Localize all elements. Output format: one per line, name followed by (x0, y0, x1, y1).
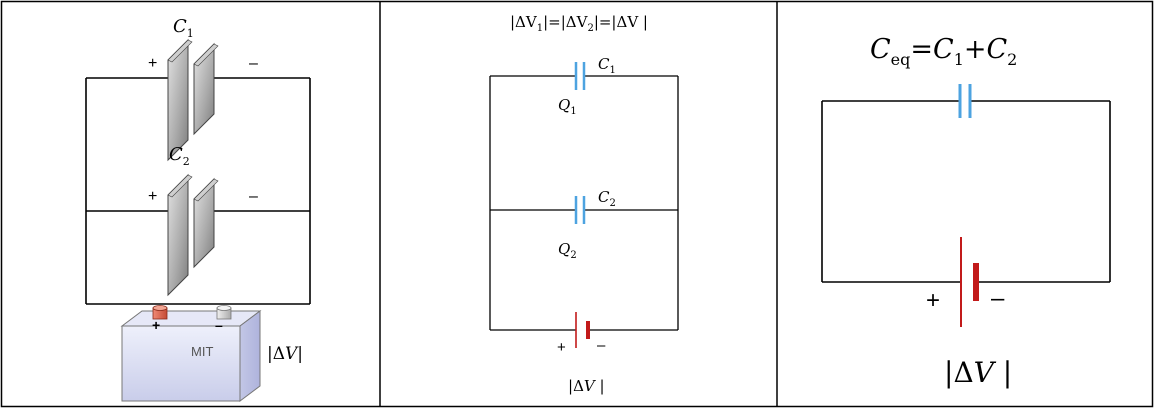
capacitor-c2 (167, 173, 219, 297)
c2-label: C2 (169, 144, 190, 168)
battery-side-face (239, 310, 261, 402)
schem-battery (575, 312, 590, 348)
panel-physical-circuit: C1 C2 + – + – + – MIT |ΔV| (85, 16, 311, 402)
schem-c1-label: C1 (598, 55, 616, 76)
schem-q2-label: Q2 (558, 240, 577, 261)
c2-minus-sign: – (249, 188, 258, 205)
eq-battery-symbol (960, 237, 979, 327)
panel-schematic-circuit: |ΔV1|=|ΔV2|=|ΔV | C1 Q1 C2 Q2 + – |ΔV | (489, 13, 679, 395)
eq-plus-sign: + (926, 287, 940, 314)
schem-minus-sign: – (597, 337, 606, 354)
capacitor-c1 (167, 38, 219, 162)
eq-minus-sign: – (991, 285, 1005, 312)
battery-illustration: + – MIT (120, 305, 262, 402)
battery-front-face (121, 325, 241, 402)
c1-minus-sign: – (249, 55, 258, 72)
eq-capacitor-symbol (958, 84, 972, 118)
eq-voltage-label: |ΔV | (944, 356, 1012, 389)
schem-capacitor-c2 (574, 196, 586, 224)
battery-plus-mark: + (152, 317, 160, 333)
panel-equivalent-circuit: Ceq=C1+C2 + – |ΔV | (821, 34, 1111, 389)
schem-plus-sign: + (557, 339, 566, 356)
equal-voltage-equation: |ΔV1|=|ΔV2|=|ΔV | (510, 13, 648, 34)
c1-label: C1 (173, 16, 194, 40)
battery-top-face (120, 310, 262, 327)
schem-q1-label: Q1 (558, 96, 577, 117)
panel1-voltage-label: |ΔV| (267, 344, 303, 364)
schem-voltage-label: |ΔV | (568, 377, 605, 395)
schem-c2-label: C2 (598, 188, 616, 209)
c1-plus-sign: + (148, 55, 157, 72)
schem-capacitor-c1 (574, 62, 586, 90)
c2-plus-sign: + (148, 188, 157, 205)
equivalent-capacitance-formula: Ceq=C1+C2 (870, 34, 1017, 69)
battery-minus-mark: – (215, 317, 223, 333)
battery-brand-label: MIT (191, 344, 213, 359)
